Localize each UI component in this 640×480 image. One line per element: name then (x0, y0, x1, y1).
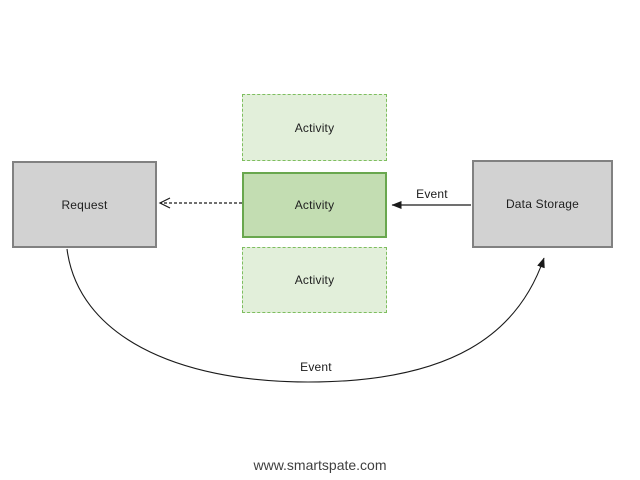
activity-middle-node: Activity (242, 172, 387, 238)
data-storage-node-label: Data Storage (505, 197, 580, 211)
activity-top-node-label: Activity (294, 120, 335, 135)
activity-bottom-node-label: Activity (294, 273, 335, 287)
footer-url: www.smartspate.com (253, 457, 387, 473)
activity-middle-node-label: Activity (294, 198, 335, 212)
activity-bottom-node: Activity (242, 247, 387, 313)
activity-to-request-arrowhead (158, 197, 171, 209)
event-top-edge-label: Event (416, 187, 448, 201)
request-node: Request (12, 161, 157, 248)
activity-top-node: Activity (242, 94, 387, 161)
request-node-label: Request (61, 197, 108, 212)
event-bottom-edge-label: Event (300, 360, 332, 374)
data-storage-node: Data Storage (472, 160, 613, 248)
